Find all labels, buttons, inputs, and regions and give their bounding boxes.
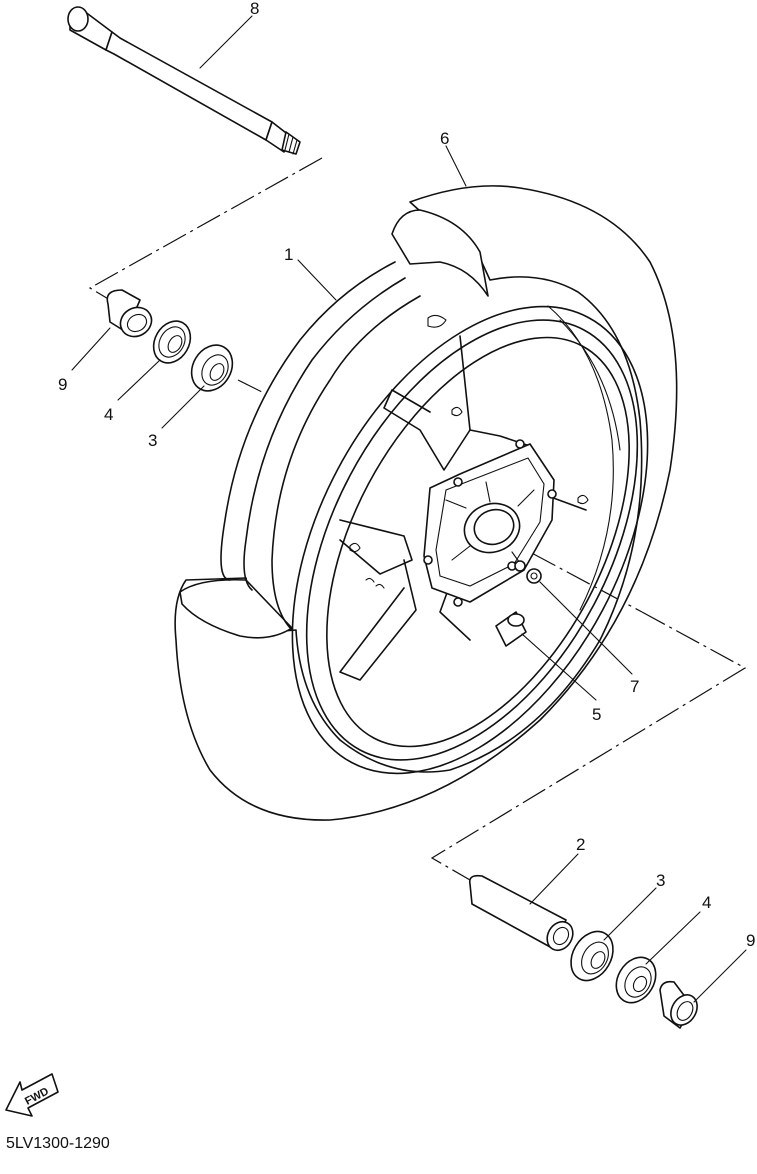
callout-6: 6 (440, 129, 449, 148)
diagram-code: 5LV1300-1290 (6, 1135, 110, 1152)
seal-right-part (615, 956, 657, 1004)
spacer-part (468, 874, 574, 952)
callout-4-left: 4 (104, 405, 113, 424)
bolt-part (514, 560, 542, 584)
callout-2: 2 (576, 835, 585, 854)
leader-lines (71, 15, 747, 1003)
callout-9-left: 9 (58, 375, 67, 394)
callout-5: 5 (592, 705, 601, 724)
tire-part (174, 185, 678, 821)
valve-part (495, 611, 527, 647)
forward-arrow-icon: FWD (5, 1073, 59, 1117)
bearing-left-part (190, 344, 234, 392)
callout-4-right: 4 (702, 893, 711, 912)
collar-right-part (659, 980, 698, 1029)
callout-3-left: 3 (148, 431, 157, 450)
callout-3-right: 3 (656, 871, 665, 890)
collar-left-part (106, 289, 153, 338)
callout-1: 1 (284, 245, 293, 264)
bearing-right-part (570, 930, 614, 982)
callout-9-right: 9 (746, 931, 755, 950)
axle-part (67, 6, 301, 155)
wheel-hub-part (339, 335, 589, 681)
callout-7: 7 (630, 677, 639, 696)
callout-8: 8 (250, 0, 259, 18)
wheel-rim-part (220, 261, 649, 775)
callout-labels: 8 6 1 9 4 3 5 7 2 3 4 9 (58, 0, 755, 950)
seal-left-part (152, 320, 192, 364)
